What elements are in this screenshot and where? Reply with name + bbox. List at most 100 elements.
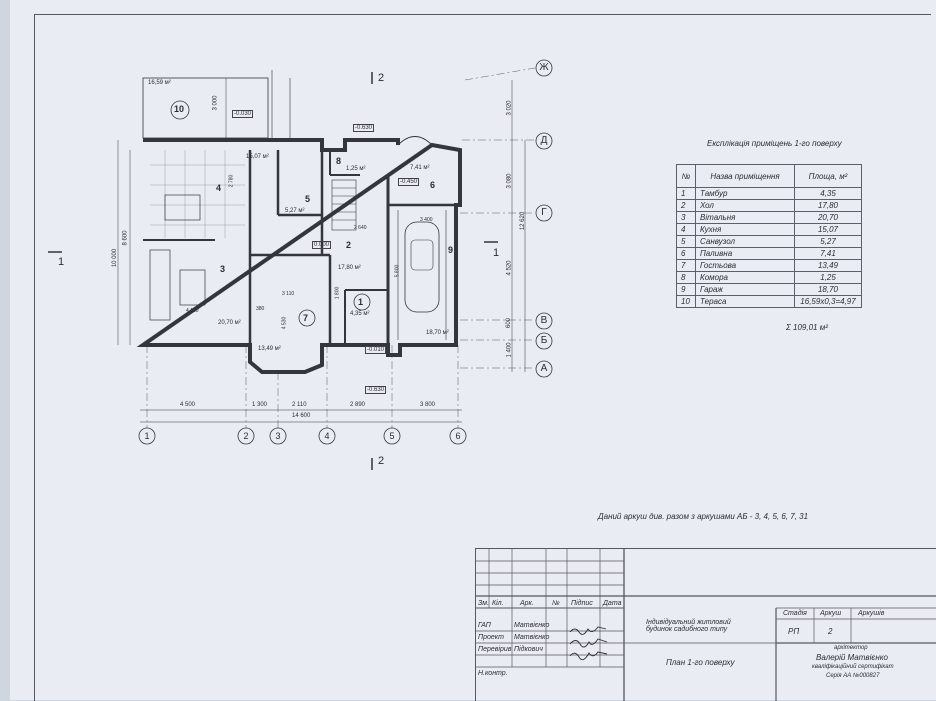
col-area: Площа, м²	[794, 164, 862, 188]
grid-3: 3	[275, 431, 281, 441]
section-mark-top: 2	[378, 72, 385, 84]
dim-right-5: 1 400	[506, 342, 513, 358]
room-2: 2	[346, 240, 352, 250]
role-project: Проект	[478, 634, 504, 641]
room-9: 9	[448, 245, 454, 255]
col-date: Дата	[603, 600, 622, 607]
col-signature: Підпис	[571, 600, 593, 607]
dim-left-inner: 8 600	[122, 230, 129, 246]
dim-inner-1: 2 780	[228, 174, 235, 188]
level-entry-top: -0.630	[353, 124, 375, 132]
col-room-name: Назва приміщення	[695, 164, 795, 188]
room-6: 6	[430, 180, 436, 190]
grid-d: Д	[540, 135, 548, 146]
level-entry: -0.010	[365, 346, 387, 354]
dim-right-2: 3 080	[506, 173, 513, 189]
dim-bottom-total: 14 600	[292, 413, 311, 419]
grid-b: Б	[540, 335, 548, 346]
col-number: №	[676, 164, 696, 188]
room-5: 5	[305, 194, 311, 204]
dim-bottom-3: 2 110	[292, 402, 307, 408]
section-mark-bottom: 2	[378, 455, 385, 467]
dim-inner-6: 5 800	[394, 264, 401, 278]
certificate-series: Серія АА №000827	[826, 673, 880, 679]
area-guest: 13,49 м²	[258, 346, 281, 352]
area-storage: 1,25 м²	[346, 166, 366, 172]
name-project: Матвієнко	[514, 634, 550, 641]
level-hall: 0.000	[312, 241, 332, 249]
dim-inner-8: 2 640	[354, 225, 367, 231]
grid-v: В	[540, 315, 548, 326]
role-norm-control: Н.контр.	[478, 670, 508, 677]
sheet-title: План 1-го поверху	[666, 658, 735, 667]
dim-inner-5: 3 400	[420, 217, 433, 223]
grid-a: А	[540, 363, 548, 374]
grid-1: 1	[144, 431, 150, 441]
signature-check	[569, 651, 608, 661]
dim-right-1: 3 020	[506, 100, 513, 116]
room-4: 4	[216, 183, 222, 193]
drawing-sheet	[10, 0, 936, 701]
terrace-outline	[142, 77, 269, 139]
room-1: 1	[358, 297, 364, 307]
explication-title: Експлікація приміщень 1-го поверху	[707, 139, 842, 148]
dim-bottom-2: 1 300	[252, 402, 268, 408]
grid-zh: Ж	[539, 62, 549, 73]
grid-6: 6	[455, 431, 461, 441]
architect-name: Валерій Матвієнко	[816, 653, 888, 662]
sheet-frame	[34, 14, 931, 701]
dim-bottom-1: 4 500	[180, 402, 196, 408]
area-boiler: 7,41 м²	[410, 165, 430, 171]
title-block: Зм. Кіл. Арк. № Підпис Дата ГАП Матвієнк…	[475, 548, 936, 701]
project-title: Індивідуальний житловий будинок садибног…	[646, 619, 731, 633]
col-rev: Зм.	[478, 600, 490, 607]
level-porch: -0.630	[365, 386, 387, 394]
area-garage: 18,70 м²	[426, 330, 449, 336]
certificate: кваліфікаційний сертифікат	[812, 664, 894, 670]
dim-inner-3: 3 110	[282, 291, 295, 297]
col-qty: Кіл.	[492, 600, 504, 607]
section-mark-right: 1	[493, 247, 500, 259]
area-kitchen: 15,07 м²	[246, 154, 269, 160]
name-checked: Підкович	[514, 646, 543, 653]
dim-terrace: 3 000	[212, 95, 219, 111]
role-checked: Перевірив	[478, 646, 512, 653]
area-vestibule: 4,35 м²	[350, 311, 370, 317]
grid-4: 4	[324, 431, 330, 441]
level-terrace: -0.030	[232, 110, 254, 118]
level-boiler: -0.450	[398, 178, 420, 186]
dim-inner-4: 4 530	[281, 316, 288, 330]
dim-bottom-4: 2 890	[350, 402, 366, 408]
sheets-header: Аркушів	[858, 610, 885, 617]
signature-gap	[569, 626, 607, 635]
dim-bottom-5: 3 800	[420, 402, 436, 408]
area-terrace: 16,59 м²	[148, 80, 171, 86]
grid-2: 2	[243, 431, 249, 441]
dim-inner-7: 1 800	[334, 286, 341, 300]
room-7: 7	[303, 313, 309, 323]
name-gap: Матвієнко	[514, 622, 550, 629]
dim-inner-9: 380	[256, 306, 265, 312]
dim-left-outer: 10 000	[112, 248, 119, 268]
signature-project	[569, 638, 608, 648]
section-mark-left: 1	[58, 256, 65, 268]
room-10: 10	[174, 104, 185, 114]
role-gap: ГАП	[478, 622, 491, 629]
dim-right-total: 12 620	[520, 211, 527, 231]
sheet-note: Даний аркуш див. разом з аркушами АБ - 3…	[598, 512, 809, 521]
col-sheet: Арк.	[520, 600, 534, 607]
architect-role: архітектор	[834, 645, 868, 651]
sheet-value: 2	[828, 627, 833, 636]
dim-right-4: 600	[506, 317, 513, 329]
room-8: 8	[336, 156, 342, 166]
